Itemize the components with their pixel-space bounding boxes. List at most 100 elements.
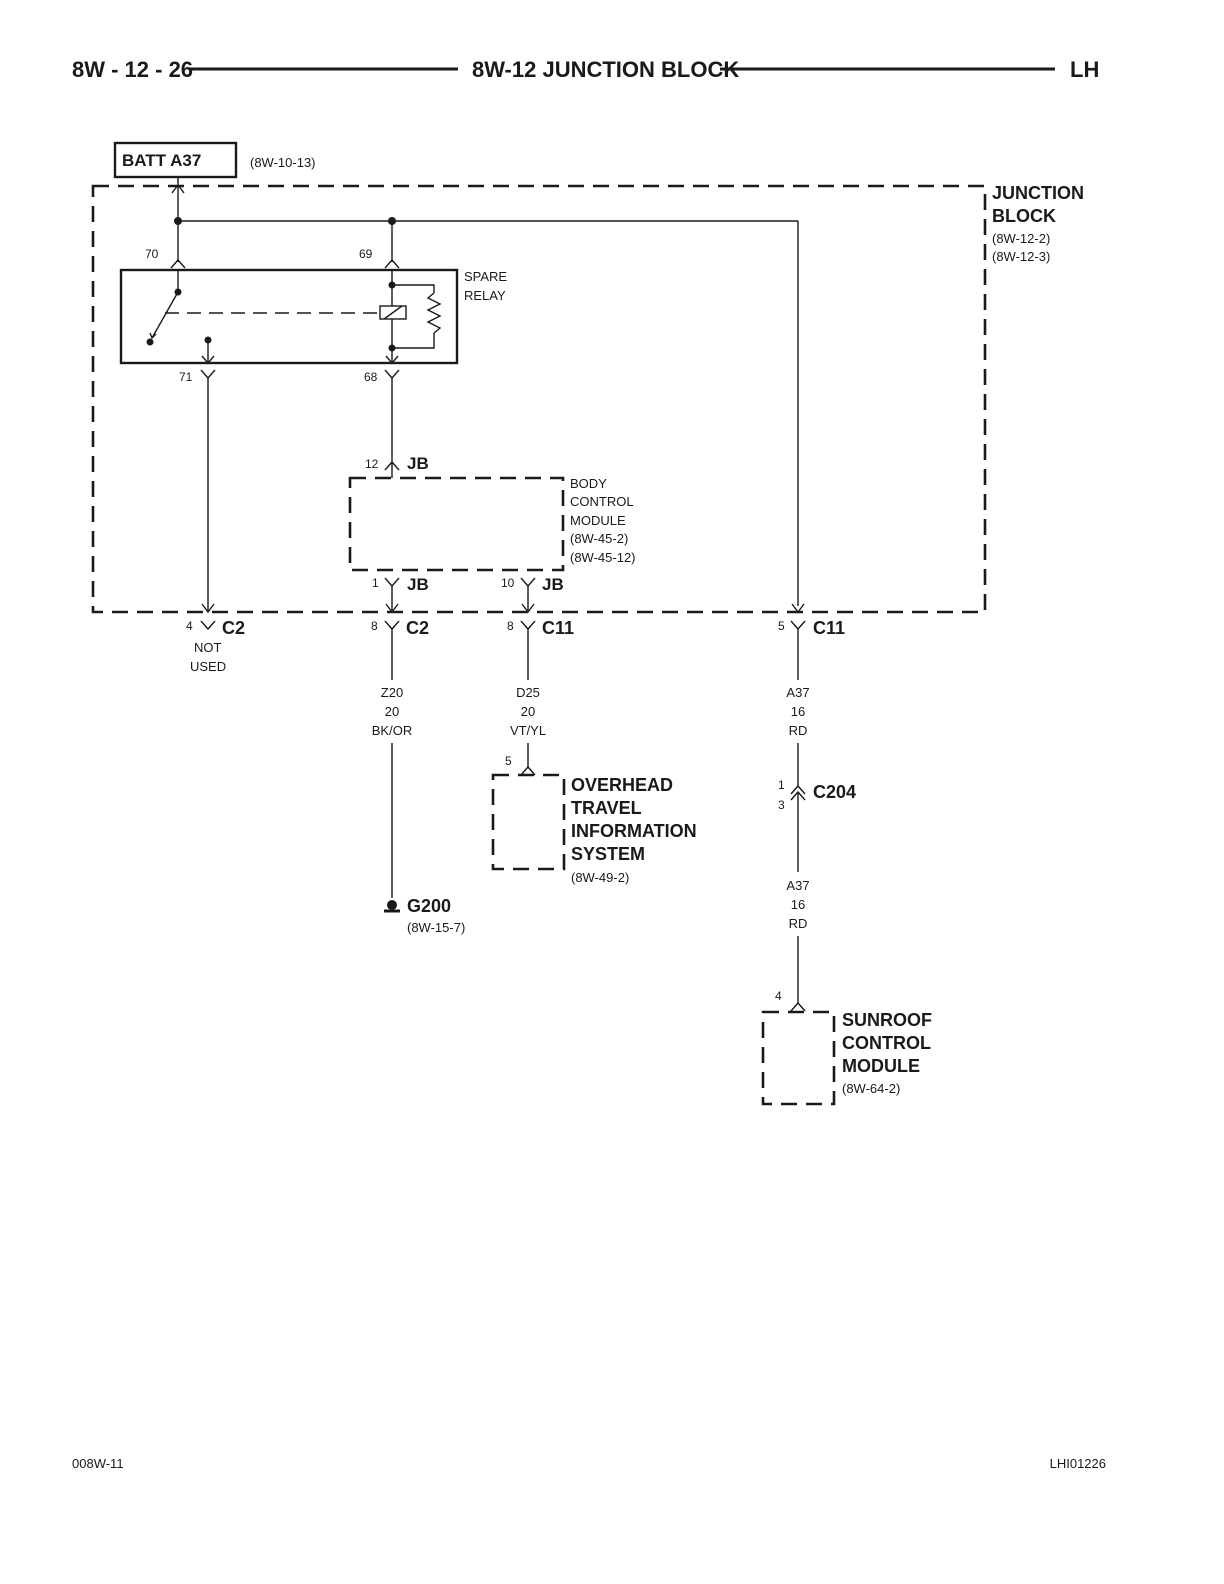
ground-icon <box>387 900 397 910</box>
a37-upper-circuit: A37 <box>786 685 809 700</box>
bcm-pin-out1: 1 <box>372 576 379 590</box>
spare-relay-box <box>119 268 459 365</box>
relay-resistor-bottom-lead <box>392 333 435 349</box>
wire-bcm1-arrow-icon <box>385 603 399 614</box>
overhead-outline <box>491 773 566 871</box>
a37-lower-gauge: 16 <box>791 897 805 912</box>
batt-source-box <box>113 141 238 179</box>
overhead-label-2: TRAVEL <box>571 798 642 818</box>
c11a-pin: 8 <box>507 619 514 633</box>
bcm-pin-out1-connector-icon <box>384 577 400 588</box>
c11a-connector-icon <box>520 620 536 631</box>
bcm-pin-in-conn: JB <box>407 454 429 473</box>
batt-source-label: BATT A37 <box>122 151 201 170</box>
z20-color: BK/OR <box>372 723 412 738</box>
wire-71-arrow-icon <box>201 603 215 614</box>
wire-bus-c11-arrow-icon <box>791 603 805 614</box>
junction-block-ref-2: (8W-12-3) <box>992 249 1050 264</box>
a37-upper-gauge: 16 <box>791 704 805 719</box>
relay-nc-contact <box>146 338 154 346</box>
sunroof-outline <box>761 1010 836 1106</box>
c204-name: C204 <box>813 782 856 802</box>
a37-lower-circuit: A37 <box>786 878 809 893</box>
junction-block-name-1: JUNCTION <box>992 183 1084 203</box>
footer-right-code: LHI01226 <box>1050 1456 1106 1471</box>
overhead-label-4: SYSTEM <box>571 844 645 864</box>
c204-pin-bottom: 3 <box>778 798 785 812</box>
sunroof-connector-icon <box>790 1001 806 1012</box>
c2a-note-2: USED <box>190 659 226 674</box>
d25-gauge: 20 <box>521 704 535 719</box>
sunroof-label-2: CONTROL <box>842 1033 931 1053</box>
bcm-pin-out2-conn: JB <box>542 575 564 594</box>
relay-pin-70: 70 <box>145 247 159 261</box>
bcm-label-2: CONTROL <box>570 494 634 509</box>
overhead-connector-icon <box>520 765 536 776</box>
relay-resistor-top-lead <box>392 284 435 293</box>
c11b-connector-icon <box>790 620 806 631</box>
relay-pin-71-connector-icon <box>200 369 216 380</box>
c11a-name: C11 <box>542 618 574 638</box>
ground-ref: (8W-15-7) <box>407 920 465 935</box>
footer-left-code: 008W-11 <box>72 1456 124 1471</box>
bcm-label-3: MODULE <box>570 513 626 528</box>
relay-pin-69: 69 <box>359 247 373 261</box>
bcm-outline <box>348 476 565 572</box>
relay-pin-68: 68 <box>364 370 378 384</box>
c2b-pin: 8 <box>371 619 378 633</box>
z20-circuit: Z20 <box>381 685 403 700</box>
c2b-name: C2 <box>406 618 429 638</box>
c2a-name: C2 <box>222 618 245 638</box>
relay-pin-71: 71 <box>179 370 193 384</box>
sunroof-pin: 4 <box>775 989 782 1003</box>
relay-resistor-icon <box>426 292 442 334</box>
relay-coil-slash <box>383 305 403 320</box>
section-title: 8W-12 JUNCTION BLOCK <box>472 57 739 82</box>
c11b-pin: 5 <box>778 619 785 633</box>
z20-gauge: 20 <box>385 704 399 719</box>
c2b-connector-icon <box>384 620 400 631</box>
a37-lower-color: RD <box>789 916 808 931</box>
d25-circuit: D25 <box>516 685 540 700</box>
overhead-pin: 5 <box>505 754 512 768</box>
batt-source-ref: (8W-10-13) <box>250 155 316 170</box>
variant-label: LH <box>1070 57 1099 82</box>
overhead-label-1: OVERHEAD <box>571 775 673 795</box>
bcm-ref-2: (8W-45-12) <box>570 550 636 565</box>
relay-switch-arrow-icon <box>149 332 157 340</box>
junction-block-name-2: BLOCK <box>992 206 1056 226</box>
page-number: 8W - 12 - 26 <box>72 57 193 82</box>
c11b-name: C11 <box>813 618 845 638</box>
relay-coil-arrow-icon <box>385 355 399 365</box>
sunroof-label-1: SUNROOF <box>842 1010 932 1030</box>
bcm-pin-out1-conn: JB <box>407 575 429 594</box>
bcm-pin-in-connector-icon <box>384 460 400 471</box>
junction-block-ref-1: (8W-12-2) <box>992 231 1050 246</box>
wire-bcm10-arrow-icon <box>521 603 535 614</box>
bcm-pin-out2: 10 <box>501 576 515 590</box>
relay-pin-69-connector-icon <box>384 258 400 269</box>
relay-pin-68-connector-icon <box>384 369 400 380</box>
sunroof-label-3: MODULE <box>842 1056 920 1076</box>
bcm-ref-1: (8W-45-2) <box>570 531 628 546</box>
c204-connector-icon-upper <box>790 784 806 795</box>
c204-pin-top: 1 <box>778 778 785 792</box>
c2a-note-1: NOT <box>194 640 222 655</box>
ground-name: G200 <box>407 896 451 916</box>
bcm-pin-out2-connector-icon <box>520 577 536 588</box>
spare-relay-label-2: RELAY <box>464 288 506 303</box>
relay-switch-arm <box>151 291 179 339</box>
c2a-pin: 4 <box>186 619 193 633</box>
bcm-pin-in: 12 <box>365 457 379 471</box>
bcm-label-1: BODY <box>570 476 607 491</box>
a37-upper-color: RD <box>789 723 808 738</box>
c2a-connector-icon <box>200 620 216 631</box>
junction-block-outline <box>91 184 987 614</box>
relay-no-arrow-icon <box>201 355 215 365</box>
relay-pin-70-connector-icon <box>170 258 186 269</box>
spare-relay-label-1: SPARE <box>464 269 507 284</box>
overhead-ref: (8W-49-2) <box>571 870 629 885</box>
d25-color: VT/YL <box>510 723 546 738</box>
sunroof-ref: (8W-64-2) <box>842 1081 900 1096</box>
